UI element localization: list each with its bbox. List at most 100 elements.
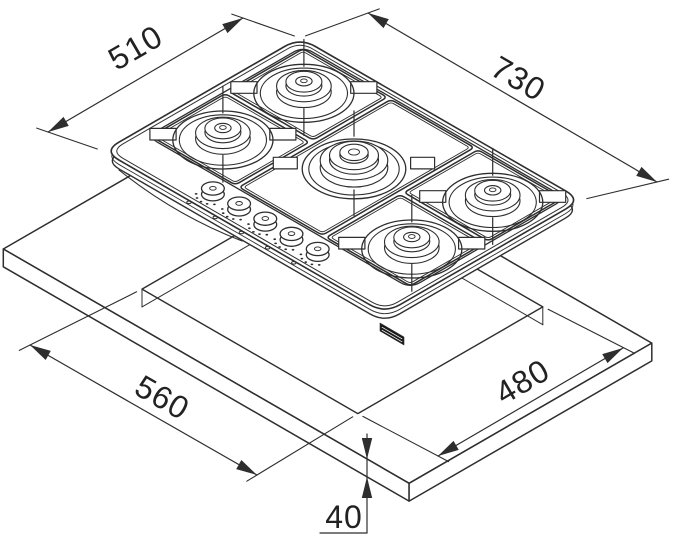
wok-ring-outer: [301, 138, 407, 200]
knob-grip: [209, 185, 217, 191]
dim-510: [36, 13, 295, 150]
knob-marking-dot: [317, 264, 321, 266]
knob-marking-dot: [274, 242, 277, 245]
dimension-arrow: [361, 438, 373, 459]
dim-560: [18, 291, 354, 482]
control-knob-2: [212, 196, 252, 221]
burner-front-right: [338, 194, 486, 292]
burner-cap-center: [408, 234, 416, 239]
knob-marking-dot: [231, 218, 235, 220]
control-knob-3: [238, 211, 278, 236]
dimension-line: [29, 344, 258, 476]
dimension-arrow: [636, 166, 657, 182]
dimension-arrow: [361, 477, 373, 498]
dimension-line: [47, 17, 244, 133]
grate-fin: [230, 81, 258, 94]
knob-top: [200, 181, 225, 196]
extension-line: [362, 415, 450, 463]
knob-marking-dot: [247, 223, 250, 226]
knob-marking-dot: [199, 200, 203, 203]
knob-grip: [235, 201, 243, 206]
knob-marking-dot: [225, 215, 229, 218]
burner-cap-center: [219, 125, 227, 130]
worktop-front-right-face: [408, 342, 653, 502]
wok-cap-center: [348, 148, 360, 156]
burner-ring-outer: [253, 63, 355, 123]
dimension-arrow: [236, 460, 257, 475]
dimension-arrow: [368, 13, 389, 29]
control-knob-1: [186, 181, 225, 206]
dimension-arrow: [30, 345, 51, 360]
grate-fin: [149, 127, 177, 141]
grate-cell: [240, 99, 473, 235]
extension-line: [18, 291, 138, 351]
knob-marking-dot: [299, 253, 303, 256]
brand-logo: [379, 322, 405, 346]
knob-marking-dot: [265, 233, 269, 236]
extension-line: [586, 178, 670, 200]
burner-front-left: [149, 85, 297, 183]
grate-cell: [230, 49, 386, 140]
knob-marking-dot: [239, 218, 243, 221]
burner-cap-crown: [214, 122, 232, 134]
grate-cell-inner: [234, 51, 382, 137]
burner-ring-outer: [172, 110, 274, 170]
dim-730: [305, 8, 670, 200]
knob-grip: [287, 231, 296, 236]
knob-marking-dot: [273, 238, 277, 241]
dimension-line: [437, 347, 624, 457]
burner-ring-inner: [259, 67, 349, 120]
knob-marking-dot: [304, 261, 308, 263]
gas-hob: [110, 38, 575, 346]
knob-indicator-dot: [212, 215, 218, 220]
brand-logo-stripe: [381, 326, 403, 340]
knob-marking-dot: [278, 246, 281, 248]
burner-back-right: [419, 147, 567, 245]
knob-marking-dot: [213, 203, 216, 206]
control-knob-4: [264, 226, 304, 251]
knob-grip: [313, 246, 322, 252]
knob-marking-dot: [194, 193, 198, 195]
knob-indicator-dot: [291, 261, 297, 265]
extension-line: [246, 416, 354, 482]
extension-line: [36, 127, 98, 150]
knob-indicator-dot: [264, 245, 271, 250]
wok-cap-top: [339, 143, 369, 162]
burner-ring-outer: [441, 172, 544, 232]
dim-label-worktop-thickness: 40: [325, 499, 363, 535]
dimension-line: [367, 12, 658, 183]
grate-fin: [538, 190, 567, 203]
burner-ring-inner: [448, 176, 537, 229]
dimension-arrow: [48, 116, 69, 132]
knob-marking-dot: [258, 233, 261, 236]
dim-label-hob-depth: 510: [102, 18, 169, 78]
dimension-lines: [18, 8, 670, 534]
knob-marking-dot: [221, 212, 225, 215]
grate-fin: [269, 127, 297, 141]
brand-logo-stripe: [381, 329, 403, 343]
dimension-arrow: [438, 440, 459, 456]
burner-back-left: [230, 38, 378, 136]
control-knob-5: [291, 241, 330, 266]
knob-indicator-dot: [186, 200, 192, 205]
knob-marking-dot: [252, 231, 255, 233]
extension-line: [547, 308, 635, 354]
burner-cap-crown: [403, 231, 421, 243]
dimension-arrow: [602, 348, 623, 364]
grate-fin: [338, 236, 366, 250]
dim-label-cutout-width: 560: [129, 368, 196, 427]
burner-ring-inner: [367, 223, 456, 275]
burner-cap-crown: [295, 75, 313, 87]
knob-top: [227, 196, 252, 211]
knob-marking-dot: [310, 263, 314, 266]
burner-cap-crown: [483, 185, 502, 196]
knob-top: [253, 211, 278, 226]
knob-top: [305, 241, 330, 257]
burner-cap-center: [488, 187, 497, 193]
knob-marking-dot: [195, 197, 199, 199]
grate-fin: [350, 81, 378, 94]
dim-40: [319, 433, 373, 534]
knob-indicator-dot: [238, 230, 245, 235]
